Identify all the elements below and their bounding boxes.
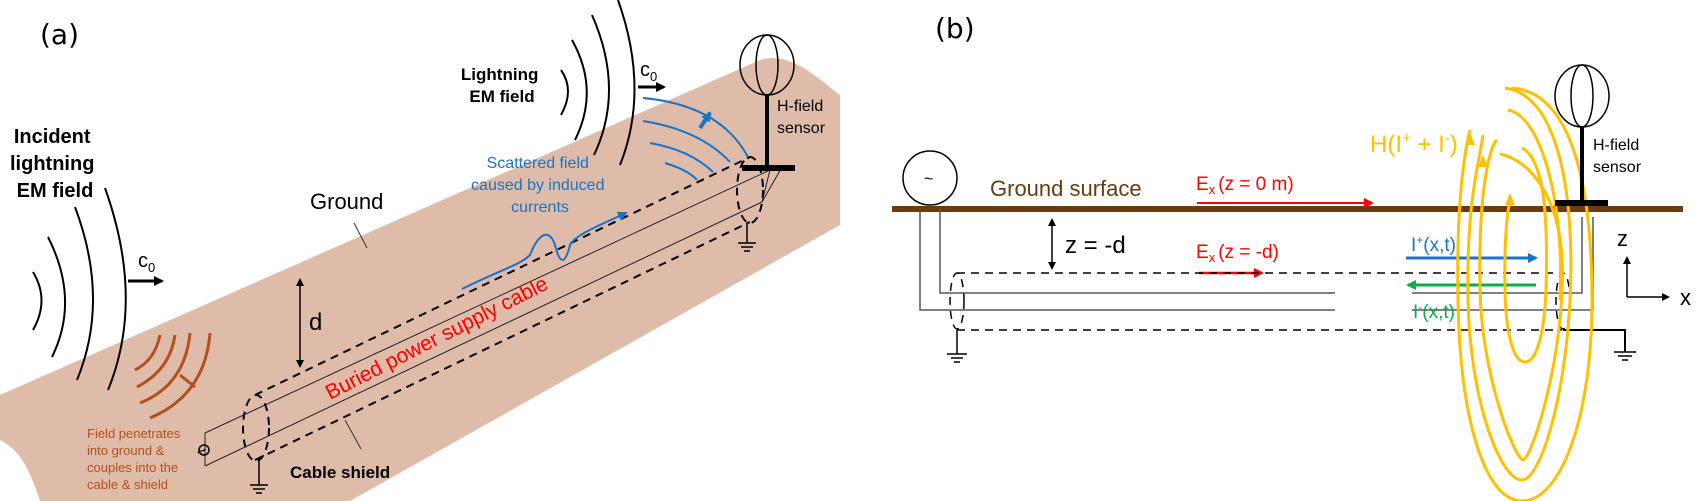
ground-leader xyxy=(353,222,368,249)
incident-wavefronts xyxy=(32,187,127,391)
shield-label: Cable shield xyxy=(290,463,390,482)
sensor-label-a: H-field sensor xyxy=(777,98,828,137)
scattered-field-arrow xyxy=(698,111,712,130)
ex-depth-label: Ex(z = -d) xyxy=(1196,242,1279,265)
ground-slab xyxy=(0,58,840,501)
z-axis-label: z xyxy=(1617,226,1628,251)
incident-field-label: Incident lightning EM field xyxy=(10,126,100,202)
lightning-wavefronts xyxy=(560,0,636,166)
cable-shield-b xyxy=(949,272,1571,331)
penetrating-field-arcs xyxy=(134,332,212,420)
ground-label: Ground xyxy=(310,189,383,214)
penetration-label: Field penetrates into ground & couples i… xyxy=(87,426,184,492)
ex-surface-label: Ex(z = 0 m) xyxy=(1196,174,1294,197)
ground-surface-label: Ground surface xyxy=(990,176,1142,201)
i-minus-label: I-(x,t) xyxy=(1413,300,1455,323)
scattered-field-label: Scattered field caused by induced curren… xyxy=(471,155,609,216)
cable-shield xyxy=(242,156,764,462)
ground-symbol-b-left xyxy=(947,330,967,363)
panel-a-label: (a) xyxy=(40,18,79,51)
i-plus-label: I+(x,t) xyxy=(1411,233,1456,256)
shield-leader xyxy=(344,419,362,450)
h-field-label: H(I+ + I-) xyxy=(1370,130,1458,158)
x-axis-label: x xyxy=(1680,285,1691,310)
lightning-field-label: Lightning EM field xyxy=(461,65,543,106)
cable-conductor xyxy=(204,166,783,467)
h-field-rings xyxy=(1456,86,1594,501)
source-circle-a xyxy=(198,444,210,456)
c0-left-label: c0 xyxy=(138,250,155,275)
panel-b-label: (b) xyxy=(935,12,975,45)
induced-current-wave xyxy=(461,211,628,290)
depth-label: d xyxy=(309,309,322,336)
sensor-label-b: H-field sensor xyxy=(1593,137,1644,176)
source-symbol-b: ~ xyxy=(924,171,933,188)
ground-symbol-right xyxy=(738,222,756,252)
panel-a: (a) c0 Incident lightning EM field Field… xyxy=(0,0,840,501)
c0-right-label: c0 xyxy=(640,59,657,84)
panel-b: (b) ~ Ground surface Ex(z = 0 m) z = -d … xyxy=(892,12,1691,501)
ground-symbol-left xyxy=(250,461,268,494)
ground-symbol-b-right xyxy=(1614,351,1636,361)
h-field-sensor-a xyxy=(739,34,795,171)
shield-ground-wire xyxy=(1563,329,1626,352)
h-field-sensor-b xyxy=(1554,64,1610,206)
depth-label-b: z = -d xyxy=(1065,232,1126,259)
voltage-source xyxy=(902,150,958,206)
